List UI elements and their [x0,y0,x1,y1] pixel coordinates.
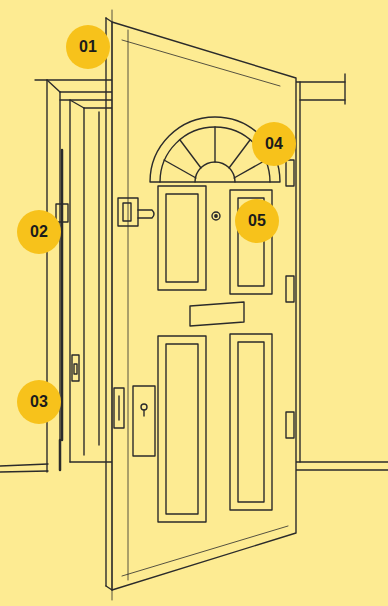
callout-number: 01 [66,25,110,69]
callout-number: 04 [252,122,296,166]
callout-number: 02 [17,210,61,254]
callout-number: 05 [235,199,279,243]
callout-number: 03 [17,380,61,424]
